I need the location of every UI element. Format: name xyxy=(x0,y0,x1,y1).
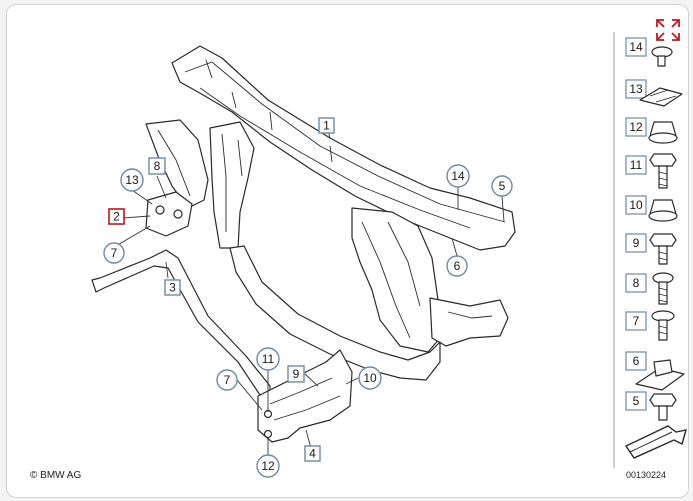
callout-label: 3 xyxy=(169,281,176,295)
callout-6[interactable]: 6 xyxy=(446,255,468,277)
parts-sidebar: 14 13 12 11 xyxy=(613,32,687,468)
callout-label: 7 xyxy=(111,246,118,260)
hex-bolt-icon xyxy=(649,233,677,265)
callout-label: 6 xyxy=(454,259,461,273)
callout-8[interactable]: 8 xyxy=(148,157,166,175)
callout-13[interactable]: 13 xyxy=(120,168,144,192)
sidebar-item-10[interactable]: 10 xyxy=(625,195,678,222)
collar-nut-icon xyxy=(648,121,678,144)
callout-14[interactable]: 14 xyxy=(446,164,470,188)
callout-label: 7 xyxy=(224,373,231,387)
callout-label: 8 xyxy=(154,159,161,173)
sidebar-item-label: 14 xyxy=(629,40,643,54)
torx-bolt-icon xyxy=(652,272,674,305)
callout-9[interactable]: 9 xyxy=(287,365,305,383)
callout-12[interactable]: 12 xyxy=(256,454,280,478)
callout-label: 10 xyxy=(363,371,377,385)
callout-3[interactable]: 3 xyxy=(164,279,181,296)
hex-bolt-icon xyxy=(649,153,677,189)
callout-label: 11 xyxy=(262,352,275,366)
callout-label: 1 xyxy=(323,119,330,133)
sidebar-item-5[interactable]: 5 xyxy=(625,391,677,421)
callout-label: 4 xyxy=(309,447,316,461)
sidebar-item-label: 12 xyxy=(629,120,643,134)
clip-nut-icon xyxy=(635,359,685,391)
copyright-text: © BMW AG xyxy=(30,470,81,481)
expand-icon[interactable] xyxy=(656,19,680,41)
sidebar-item-12[interactable]: 12 xyxy=(625,117,678,144)
sidebar-item-label: 5 xyxy=(633,394,640,408)
callout-1[interactable]: 1 xyxy=(318,117,335,134)
sidebar-item-label: 9 xyxy=(633,236,640,250)
navigation-arrow-icon[interactable] xyxy=(624,425,687,459)
sidebar-item-14[interactable]: 14 xyxy=(625,37,673,67)
callout-4[interactable]: 4 xyxy=(304,445,321,462)
callout-5[interactable]: 5 xyxy=(491,175,513,197)
spring-clip-icon xyxy=(639,87,683,107)
callout-label: 12 xyxy=(261,459,275,473)
sidebar-item-label: 6 xyxy=(633,354,640,368)
sidebar-item-label: 7 xyxy=(633,314,640,328)
callout-label: 5 xyxy=(499,179,506,193)
callout-7-upper[interactable]: 7 xyxy=(103,242,125,264)
collar-nut-icon xyxy=(648,199,678,222)
sidebar-item-9[interactable]: 9 xyxy=(625,233,677,265)
sidebar-item-8[interactable]: 8 xyxy=(625,272,674,305)
callout-label: 9 xyxy=(293,367,300,381)
sidebar-item-6[interactable]: 6 xyxy=(625,351,685,391)
sidebar-item-label: 13 xyxy=(629,82,643,96)
front-carrier-drawing xyxy=(91,45,516,443)
diagram-number: 00130224 xyxy=(626,470,666,480)
callout-7-lower[interactable]: 7 xyxy=(216,369,238,391)
sidebar-item-11[interactable]: 11 xyxy=(625,153,677,189)
callout-label: 13 xyxy=(125,173,139,187)
callout-10[interactable]: 10 xyxy=(358,366,382,390)
callout-label: 14 xyxy=(451,169,465,183)
callout-2[interactable]: 2 xyxy=(108,208,125,225)
hex-bolt-icon xyxy=(649,393,677,421)
sidebar-item-7[interactable]: 7 xyxy=(625,310,675,341)
sidebar-item-label: 11 xyxy=(630,158,643,172)
callout-11[interactable]: 11 xyxy=(256,347,280,371)
sidebar-item-label: 10 xyxy=(629,198,643,212)
flat-head-screw-icon xyxy=(651,46,673,67)
sidebar-item-label: 8 xyxy=(633,276,640,290)
torx-bolt-icon xyxy=(651,310,675,341)
sidebar-item-13[interactable]: 13 xyxy=(625,79,683,107)
callout-label: 2 xyxy=(113,210,120,224)
